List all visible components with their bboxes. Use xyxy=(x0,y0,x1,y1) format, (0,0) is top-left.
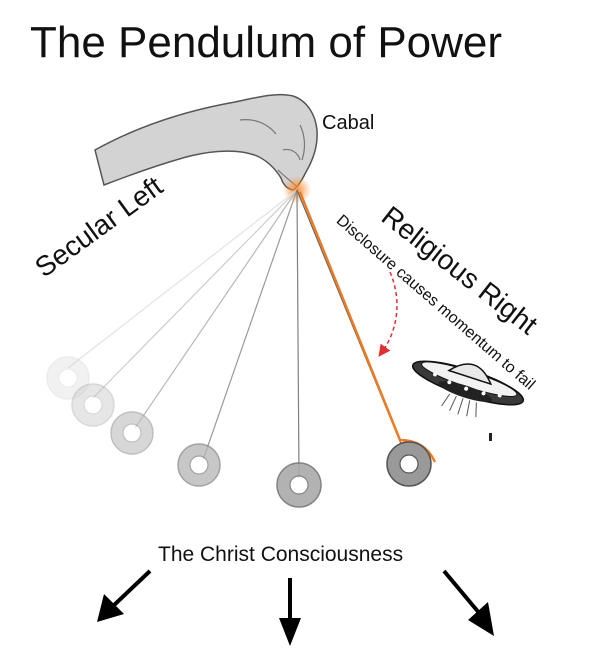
dashed-arrow xyxy=(378,271,398,357)
string-1 xyxy=(67,189,298,369)
hand-icon xyxy=(94,93,318,191)
bob-5 xyxy=(276,462,322,508)
string-2 xyxy=(92,189,298,399)
bob-3 xyxy=(110,411,154,455)
ufo-icon xyxy=(411,360,525,418)
pendulum-strings xyxy=(67,189,437,479)
arrow-down-right-icon xyxy=(442,569,494,636)
label-christ-consciousness: The Christ Consciousness xyxy=(158,543,404,566)
bob-6 xyxy=(386,441,432,487)
bob-1 xyxy=(46,356,90,400)
bob-2 xyxy=(71,383,115,427)
pendulum-bobs xyxy=(46,356,432,508)
arrow-down-left-icon xyxy=(97,569,152,622)
string-3 xyxy=(134,189,298,429)
page-title: The Pendulum of Power xyxy=(30,18,503,67)
label-cabal: Cabal xyxy=(322,112,375,134)
string-4 xyxy=(202,189,298,461)
string-5 xyxy=(296,189,300,479)
bob-4 xyxy=(177,443,221,487)
ufo-beam-mark xyxy=(489,433,492,441)
arrow-down-icon xyxy=(279,578,301,646)
